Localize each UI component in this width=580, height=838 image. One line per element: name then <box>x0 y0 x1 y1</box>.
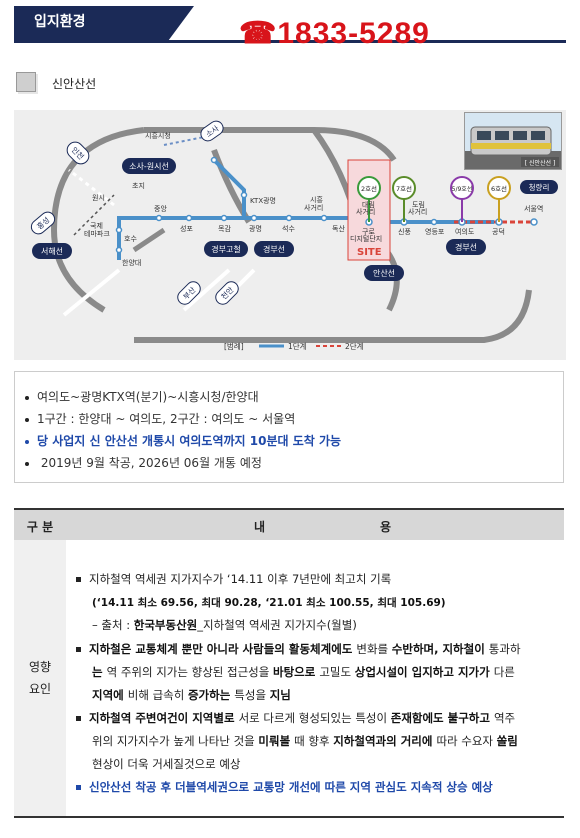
content-line-8: 위의 지가지수가 높게 나타난 것을 미뤄볼 때 향후 지하철역과의 거리에 따… <box>92 734 518 748</box>
table-content-cell <box>66 540 564 818</box>
pill-gyeongbu-line-2: 경부선 <box>455 242 477 252</box>
pill-seohae-line: 서해선 <box>41 246 63 256</box>
pill-gyeongbu-line: 경부선 <box>263 244 285 254</box>
svg-text:여의도: 여의도 <box>455 227 475 236</box>
svg-text:성포: 성포 <box>180 224 193 233</box>
svg-text:2단계: 2단계 <box>345 341 364 351</box>
svg-text:원시: 원시 <box>92 193 105 202</box>
svg-text:국제: 국제 <box>90 222 103 230</box>
summary-item: 1구간 : 한양대 ~ 여의도, 2구간 : 여의도 ~ 서울역 <box>25 410 295 427</box>
sinansan-line-stage1 <box>117 216 494 260</box>
train-photo: [ 신안산선 ] <box>464 112 562 170</box>
svg-text:사거리: 사거리 <box>304 203 323 212</box>
summary-item: 여의도~광명KTX역(분기)~시흥시청/한양대 <box>25 388 259 405</box>
svg-text:공덕: 공덕 <box>492 227 505 236</box>
content-line-3: – 출처 : 한국부동산원_지하철역 역세권 지가지수(월별) <box>92 618 357 632</box>
svg-text:구로: 구로 <box>362 228 375 236</box>
line-badge-6: 6호선 <box>491 184 507 193</box>
pill-ansan-line: 안산선 <box>373 268 395 278</box>
content-line-5: 는 역 주위의 지가는 향상된 접근성을 바탕으로 고밀도 상업시설이 입지하고… <box>92 665 515 679</box>
svg-text:[범례]: [범례] <box>224 341 244 351</box>
svg-text:사거리: 사거리 <box>356 207 375 216</box>
content-line-9: 현상이 더욱 거세질것으로 예상 <box>92 757 241 771</box>
dir-cheongnyangni: 청량리 <box>529 183 550 192</box>
gray-line-arc-nw <box>51 127 145 231</box>
svg-text:영등포: 영등포 <box>425 227 445 236</box>
svg-text:KTX광명: KTX광명 <box>250 196 276 205</box>
content-line-1: 지하철역 역세권 지가지수가 ‘14.11 이후 7년만에 최고치 기록 <box>76 571 391 587</box>
svg-text:1단계: 1단계 <box>288 341 307 351</box>
svg-text:서울역: 서울역 <box>524 204 543 213</box>
table-header: 구 분 내 용 <box>14 508 564 543</box>
svg-text:신풍: 신풍 <box>398 227 411 236</box>
svg-text:광명: 광명 <box>249 224 262 233</box>
svg-text:목감: 목감 <box>218 225 231 233</box>
site-label: SITE <box>357 247 382 258</box>
svg-text:중앙: 중앙 <box>154 205 167 213</box>
header-category: 구 분 <box>26 520 54 534</box>
summary-item: 2019년 9월 착공, 2026년 06월 개통 예정 <box>25 454 262 471</box>
svg-text:도림: 도림 <box>412 201 425 209</box>
section-marker-icon <box>16 72 36 92</box>
section-title: 신안산선 <box>52 77 97 91</box>
line-badge-7: 7호선 <box>396 184 412 193</box>
sinansan-branch-ktx <box>212 158 246 218</box>
summary-box: 여의도~광명KTX역(분기)~시흥시청/한양대 1구간 : 한양대 ~ 여의도,… <box>14 371 564 483</box>
svg-text:한양대: 한양대 <box>122 259 141 267</box>
content-line-7: 지하철역 주변여건이 지역별로 서로 다르게 형성되있는 특성이 존재함에도 불… <box>76 710 515 726</box>
content-line-2: (‘14.11 최소 69.56, 최대 90.28, ‘21.01 최소 10… <box>92 597 446 609</box>
content-line-4: 지하철은 교통체계 뿐만 아니라 사람들의 활동체계에도 변화를 수반하며, 지… <box>76 641 521 657</box>
svg-text:대림: 대림 <box>362 201 375 209</box>
pill-sosa-line: 소사-원시선 <box>129 162 169 171</box>
line-badge-5-9: 5/9호선 <box>452 185 473 193</box>
row-label: 영향 요인 <box>28 660 52 696</box>
gray-line-top <box>144 127 397 162</box>
gray-line-link <box>132 227 166 253</box>
phone-number[interactable]: ☎1833-5289 <box>239 17 430 50</box>
svg-text:디지털단지: 디지털단지 <box>350 234 382 243</box>
svg-text:시흥시청: 시흥시청 <box>145 131 171 140</box>
route-map-svg: SITE 2호선 7호선 5/9호선 6호선 <box>30 120 558 351</box>
content-line-10: 신안산선 착공 후 더블역세권으로 교통망 개선에 따른 지역 관심도 지속적 … <box>76 779 493 795</box>
svg-text:테마파크: 테마파크 <box>84 229 110 238</box>
svg-text:석수: 석수 <box>282 224 295 233</box>
header-tab <box>14 6 194 40</box>
svg-text:독산: 독산 <box>332 224 345 233</box>
map-legend: [범례] 1단계 2단계 <box>224 341 364 351</box>
svg-text:호수: 호수 <box>124 235 137 243</box>
summary-item-highlight: 당 사업지 신 안산선 개통시 여의도역까지 10분대 도착 가능 <box>25 432 341 449</box>
gray-line-bottom <box>134 289 532 343</box>
gray-line-arc-sw <box>51 229 106 313</box>
table-label-cell <box>14 540 67 818</box>
pill-gyeongbu-express: 경부고철 <box>211 244 240 254</box>
photo-caption: [ 신안산선 ] <box>525 159 556 167</box>
content-line-6: 지역에 비해 급속히 증가하는 특성을 지님 <box>92 688 291 702</box>
header-title: 입지환경 <box>34 14 86 30</box>
svg-text:초지: 초지 <box>132 181 145 190</box>
svg-text:시흥: 시흥 <box>310 195 323 204</box>
header-underline <box>14 40 566 43</box>
header-content-1: 내 <box>254 520 266 534</box>
line-badge-2: 2호선 <box>361 184 377 193</box>
header-content-2: 용 <box>380 520 392 534</box>
svg-text:사거리: 사거리 <box>408 207 427 216</box>
